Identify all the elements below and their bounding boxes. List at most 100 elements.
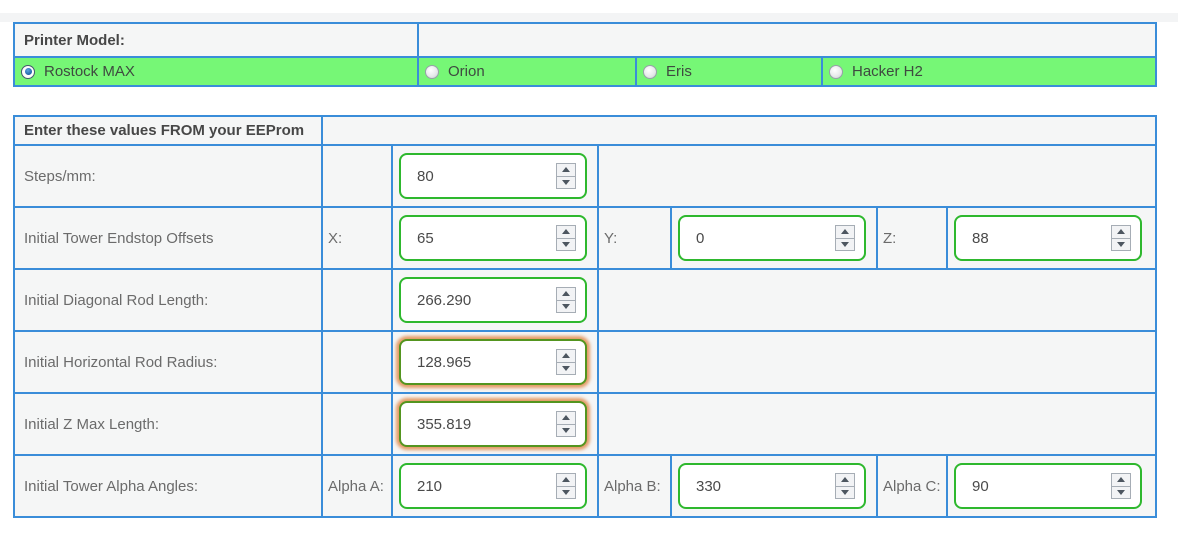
table-row-z-max-length: Initial Z Max Length: 355.819	[13, 392, 1158, 456]
printer-option-label: Rostock MAX	[44, 63, 135, 80]
table-row-endstop-offsets: Initial Tower Endstop Offsets X: 65 Y: 0	[13, 206, 1158, 270]
number-stepper[interactable]	[1111, 225, 1131, 251]
empty-cell	[596, 268, 1158, 332]
spinner-down-icon[interactable]	[557, 425, 575, 437]
printer-option-orion[interactable]: Orion	[417, 56, 637, 87]
spinner-down-icon[interactable]	[1112, 487, 1130, 499]
spinner-up-icon[interactable]	[836, 226, 854, 239]
table-row-horizontal-rod-radius: Initial Horizontal Rod Radius: 128.965	[13, 330, 1158, 394]
spinner-up-icon[interactable]	[557, 226, 575, 239]
spinner-up-icon[interactable]	[557, 412, 575, 425]
input-value: 266.290	[417, 291, 472, 309]
sublabel-x: X:	[321, 206, 393, 270]
sublabel-alpha-a: Alpha A:	[321, 454, 393, 518]
empty-cell	[596, 392, 1158, 456]
printer-option-eris[interactable]: Eris	[635, 56, 823, 87]
number-stepper[interactable]	[1111, 473, 1131, 499]
sublabel-y: Y:	[597, 206, 672, 270]
eeprom-header: Enter these values FROM your EEProm	[13, 115, 323, 146]
number-stepper[interactable]	[556, 411, 576, 437]
number-stepper[interactable]	[556, 473, 576, 499]
alpha-a-input[interactable]: 210	[399, 463, 587, 509]
row-label: Initial Tower Endstop Offsets	[13, 206, 323, 270]
steps-per-mm-input[interactable]: 80	[399, 153, 587, 199]
input-value: 128.965	[417, 353, 472, 371]
horizontal-rod-radius-input[interactable]: 128.965	[399, 339, 587, 385]
table-row-steps-per-mm: Steps/mm: 80	[13, 144, 1158, 208]
number-stepper[interactable]	[556, 287, 576, 313]
spinner-down-icon[interactable]	[836, 239, 854, 251]
empty-cell	[596, 330, 1158, 394]
printer-model-header-row: Printer Model:	[13, 22, 1158, 58]
row-label: Steps/mm:	[13, 144, 323, 208]
empty-cell	[416, 22, 1158, 58]
radio-button-icon[interactable]	[21, 64, 35, 79]
spinner-down-icon[interactable]	[836, 487, 854, 499]
input-cell: 355.819	[391, 392, 599, 456]
input-value: 65	[417, 229, 434, 247]
top-divider	[0, 13, 1178, 22]
spinner-down-icon[interactable]	[557, 363, 575, 375]
number-stepper[interactable]	[556, 349, 576, 375]
input-value: 88	[972, 229, 989, 247]
input-cell: 128.965	[391, 330, 599, 394]
input-cell: 80	[391, 144, 599, 208]
radio-button-icon[interactable]	[829, 64, 843, 79]
z-max-length-input[interactable]: 355.819	[399, 401, 587, 447]
diagonal-rod-length-input[interactable]: 266.290	[399, 277, 587, 323]
number-stepper[interactable]	[835, 473, 855, 499]
spinner-down-icon[interactable]	[557, 239, 575, 251]
input-value: 330	[696, 477, 722, 495]
printer-model-header: Printer Model:	[13, 22, 419, 58]
row-label: Initial Z Max Length:	[13, 392, 323, 456]
spinner-up-icon[interactable]	[557, 350, 575, 363]
input-value: 0	[696, 229, 705, 247]
sublabel-alpha-c: Alpha C:	[876, 454, 948, 518]
empty-cell	[321, 330, 393, 394]
spinner-up-icon[interactable]	[557, 164, 575, 177]
empty-cell	[321, 392, 393, 456]
spinner-down-icon[interactable]	[557, 301, 575, 313]
input-value: 210	[417, 477, 443, 495]
printer-option-label: Orion	[448, 63, 485, 80]
input-cell: 330	[670, 454, 878, 518]
eeprom-header-row: Enter these values FROM your EEProm	[13, 115, 1158, 146]
spinner-up-icon[interactable]	[1112, 226, 1130, 239]
spinner-up-icon[interactable]	[836, 474, 854, 487]
input-cell: 0	[670, 206, 878, 270]
spinner-up-icon[interactable]	[557, 474, 575, 487]
input-value: 90	[972, 477, 989, 495]
input-cell: 210	[391, 454, 599, 518]
spinner-down-icon[interactable]	[1112, 239, 1130, 251]
printer-option-hacker-h2[interactable]: Hacker H2	[820, 56, 1158, 87]
endstop-y-input[interactable]: 0	[678, 215, 866, 261]
spinner-down-icon[interactable]	[557, 177, 575, 189]
row-label: Initial Diagonal Rod Length:	[13, 268, 323, 332]
empty-cell	[321, 144, 393, 208]
endstop-z-input[interactable]: 88	[954, 215, 1142, 261]
printer-option-label: Eris	[666, 63, 692, 80]
eeprom-values-table: Enter these values FROM your EEProm Step…	[13, 115, 1158, 518]
sublabel-z: Z:	[876, 206, 948, 270]
alpha-c-input[interactable]: 90	[954, 463, 1142, 509]
alpha-b-input[interactable]: 330	[678, 463, 866, 509]
printer-model-table: Printer Model: Rostock MAX Orion Eris	[13, 22, 1158, 87]
spinner-up-icon[interactable]	[557, 288, 575, 301]
input-value: 355.819	[417, 415, 472, 433]
spinner-down-icon[interactable]	[557, 487, 575, 499]
input-cell: 266.290	[391, 268, 599, 332]
radio-button-icon[interactable]	[425, 64, 439, 79]
number-stepper[interactable]	[556, 225, 576, 251]
table-row-diagonal-rod-length: Initial Diagonal Rod Length: 266.290	[13, 268, 1158, 332]
row-label: Initial Tower Alpha Angles:	[13, 454, 323, 518]
input-cell: 88	[945, 206, 1158, 270]
number-stepper[interactable]	[835, 225, 855, 251]
endstop-x-input[interactable]: 65	[399, 215, 587, 261]
number-stepper[interactable]	[556, 163, 576, 189]
input-value: 80	[417, 167, 434, 185]
table-row-alpha-angles: Initial Tower Alpha Angles: Alpha A: 210…	[13, 454, 1158, 518]
spinner-up-icon[interactable]	[1112, 474, 1130, 487]
printer-option-rostock-max[interactable]: Rostock MAX	[13, 56, 419, 87]
radio-button-icon[interactable]	[643, 64, 657, 79]
